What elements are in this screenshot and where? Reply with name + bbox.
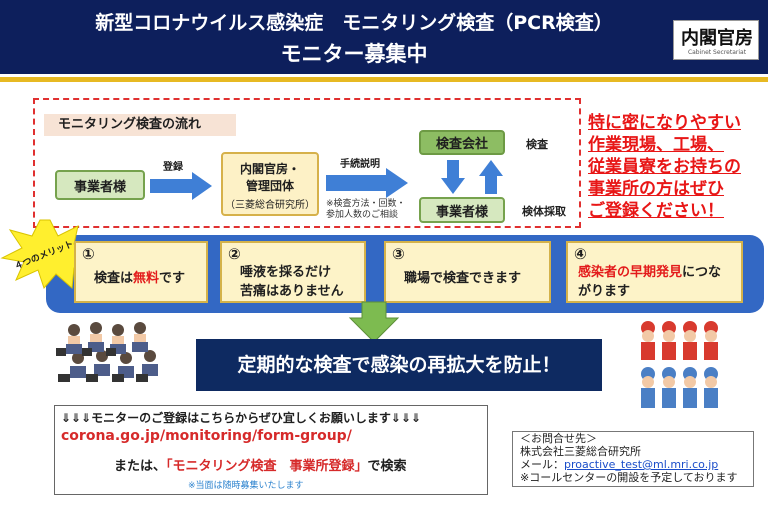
search-prefix: または、 bbox=[114, 459, 167, 474]
result-arrow-icon bbox=[348, 301, 400, 343]
title-line2: モニター募集中 bbox=[280, 42, 428, 66]
cabinet-line1: 内閣官房・ bbox=[239, 162, 300, 176]
factory-workers-illustration bbox=[641, 321, 718, 408]
callout-line2: 作業現場、工場、 bbox=[588, 135, 724, 155]
procedure-note-line1: ※検査方法・回数・ bbox=[326, 199, 406, 209]
flow-title: モニタリング検査の流れ bbox=[44, 114, 236, 136]
contact-email-link[interactable]: proactive_test@ml.mri.co.jp bbox=[564, 458, 719, 471]
merit-text-b: です bbox=[159, 271, 186, 286]
sample-label: 検体採取 bbox=[522, 205, 566, 218]
down-arrow-icon bbox=[441, 160, 465, 194]
cabinet-secretariat-logo: 内閣官房 Cabinet Secretariat bbox=[673, 20, 759, 60]
merit-card-free: ① 検査は無料です bbox=[74, 241, 208, 303]
search-term: 「モニタリング検査 事業所登録」 bbox=[166, 459, 368, 474]
node-business-registrant: 事業者様 bbox=[55, 170, 145, 200]
up-arrow-icon bbox=[479, 160, 503, 194]
procedure-note-line2: 参加人数のご相談 bbox=[326, 210, 399, 220]
callout-line3: 従業員寮をお持ちの bbox=[588, 157, 741, 177]
registration-url-link[interactable]: corona.go.jp/monitoring/form-group/ bbox=[61, 428, 352, 444]
merit-text: 検査は無料です bbox=[94, 267, 185, 286]
merit-text-line1: 唾液を採るだけ bbox=[240, 265, 332, 280]
callout-line4: 事業所の方はぜひ bbox=[588, 179, 724, 199]
register-label: 登録 bbox=[163, 162, 183, 173]
merit-number: ③ bbox=[392, 245, 405, 263]
procedure-note: ※検査方法・回数・ 参加人数のご相談 bbox=[326, 199, 406, 221]
merit-text-a: 検査は bbox=[94, 271, 134, 286]
priority-callout: 特に密になりやすい 作業現場、工場、 従業員寮をお持ちの 事業所の方はぜひ ご登… bbox=[588, 112, 766, 222]
contact-box: ＜お問合せ先＞ 株式会社三菱総合研究所 メール：proactive_test@m… bbox=[512, 431, 754, 487]
search-suffix: で検索 bbox=[367, 459, 407, 474]
merit-text: 職場で検査できます bbox=[404, 271, 522, 286]
title-line1: 新型コロナウイルス感染症 モニタリング検査（PCR検査） bbox=[95, 12, 613, 34]
gold-rule bbox=[0, 77, 768, 82]
procedure-arrow-icon bbox=[326, 168, 408, 198]
merit-number: ② bbox=[228, 245, 241, 263]
merit-text-line2: 苦痛はありません bbox=[240, 284, 344, 299]
node-cabinet-secretariat: 内閣官房・ 管理団体 （三菱総合研究所） bbox=[221, 152, 319, 216]
contact-company: 株式会社三菱総合研究所 bbox=[520, 445, 641, 458]
registration-search-hint: または、「モニタリング検査 事業所登録」で検索 bbox=[114, 455, 407, 474]
merit-text: 感染者の早期発見につな がります bbox=[578, 261, 721, 299]
registration-prompt: ⇓⇓⇓モニターのご登録はこちらからぜひ宜しくお願いします⇓⇓⇓ bbox=[61, 411, 422, 425]
register-arrow-icon bbox=[150, 172, 212, 200]
header-banner: 新型コロナウイルス感染症 モニタリング検査（PCR検査） モニター募集中 内閣官… bbox=[0, 0, 768, 74]
inspection-label: 検査 bbox=[526, 138, 548, 151]
cabinet-line2: 管理団体 bbox=[245, 179, 294, 193]
procedure-label: 手続説明 bbox=[340, 159, 380, 170]
merit-text-red: 無料 bbox=[133, 271, 160, 286]
contact-title: ＜お問合せ先＞ bbox=[520, 432, 597, 445]
logo-subtext: Cabinet Secretariat bbox=[687, 49, 747, 56]
contact-mail-label: メール： bbox=[520, 458, 564, 471]
merit-text-line2: がります bbox=[578, 284, 631, 299]
contact-mail-row: メール：proactive_test@ml.mri.co.jp bbox=[520, 458, 753, 471]
flow-section bbox=[33, 98, 581, 228]
merit-number: ④ bbox=[574, 245, 587, 263]
merit-text: 唾液を採るだけ 苦痛はありません bbox=[240, 261, 344, 299]
node-inspection-company: 検査会社 bbox=[419, 130, 505, 155]
cabinet-line3: （三菱総合研究所） bbox=[225, 200, 315, 211]
node-business-sampling: 事業者様 bbox=[419, 197, 505, 223]
callout-line5: ご登録ください！ bbox=[588, 201, 724, 221]
merit-card-saliva: ② 唾液を採るだけ 苦痛はありません bbox=[220, 241, 366, 303]
merit-card-early-detection: ④ 感染者の早期発見につな がります bbox=[566, 241, 743, 303]
office-workers-illustration bbox=[56, 322, 158, 382]
merit-text-red: 感染者の早期発見 bbox=[578, 265, 683, 280]
logo-text: 内閣官房 bbox=[681, 28, 753, 49]
merit-card-workplace: ③ 職場で検査できます bbox=[384, 241, 551, 303]
registration-note: ※当面は随時募集いたします bbox=[188, 481, 304, 491]
contact-note: ※コールセンターの開設を予定しております bbox=[520, 471, 738, 484]
registration-box: ⇓⇓⇓モニターのご登録はこちらからぜひ宜しくお願いします⇓⇓⇓ corona.g… bbox=[54, 405, 488, 495]
callout-line1: 特に密になりやすい bbox=[588, 113, 741, 133]
merit-number: ① bbox=[82, 245, 95, 263]
prevention-banner: 定期的な検査で感染の再拡大を防止！ bbox=[196, 339, 602, 391]
merit-text-b: につな bbox=[682, 265, 722, 280]
